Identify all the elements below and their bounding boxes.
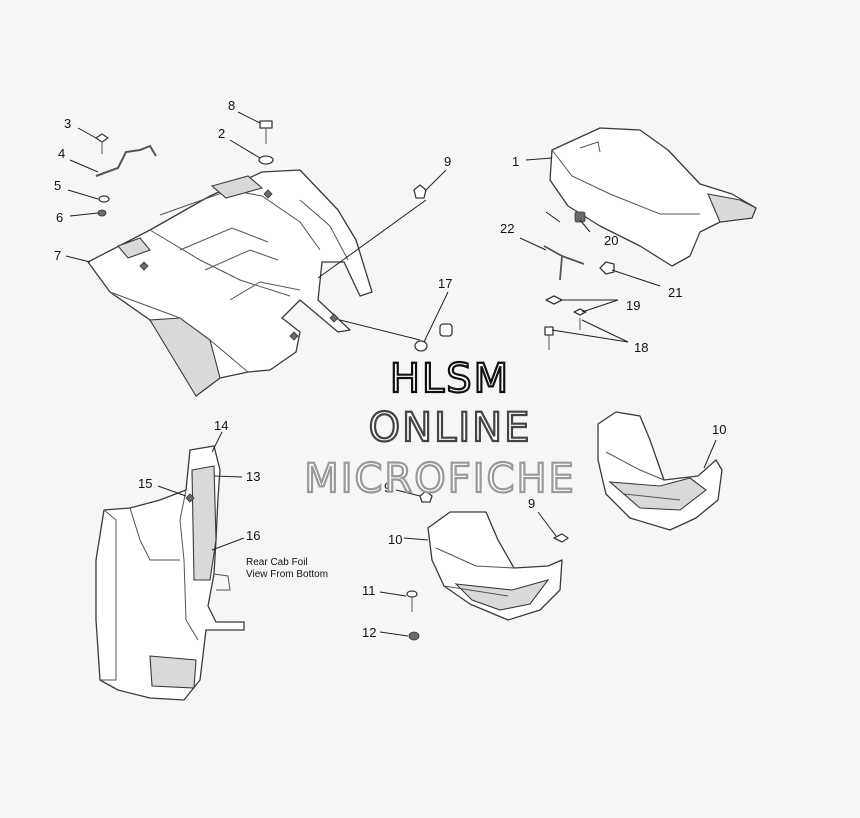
- watermark-line-3: MICROFICHE: [304, 456, 576, 502]
- callout-17: 17: [438, 276, 452, 291]
- bolt-part-11: [406, 590, 418, 612]
- push-rivet-part-9b: [419, 490, 433, 503]
- callout-8: 8: [228, 98, 235, 113]
- callout-13: 13: [246, 469, 260, 484]
- rear-cab-foil-bottom-view: [95, 445, 245, 701]
- callout-7: 7: [54, 248, 61, 263]
- callout-5: 5: [54, 178, 61, 193]
- callout-15: 15: [138, 476, 152, 491]
- latch-part-21: [599, 261, 615, 275]
- view-note: Rear Cab Foil View From Bottom: [246, 557, 328, 580]
- bolt-part-3: [95, 133, 109, 154]
- note-line-1: Rear Cab Foil: [246, 557, 308, 568]
- leader-lines: [65, 111, 717, 637]
- callout-4: 4: [58, 146, 65, 161]
- callout-22: 22: [500, 221, 514, 236]
- callout-10-left: 10: [388, 532, 402, 547]
- footwell-part-10a: [597, 411, 723, 531]
- callout-12: 12: [362, 625, 376, 640]
- callout-14: 14: [214, 418, 228, 433]
- bracket-part-4: [95, 144, 157, 177]
- nut-part-12: [408, 631, 420, 641]
- latch-rod-part-22: [543, 245, 585, 281]
- watermark: HLSM ONLINE MICROFICHE: [303, 355, 576, 503]
- callout-3: 3: [64, 116, 71, 131]
- bolt-part-8: [259, 120, 273, 144]
- callout-9-mid: 9: [384, 480, 391, 495]
- seat-part-1: [549, 127, 757, 267]
- nut-part-6: [97, 209, 107, 217]
- callout-16: 16: [246, 528, 260, 543]
- footwell-part-10b: [427, 511, 563, 621]
- callout-9-right: 9: [528, 496, 535, 511]
- push-rivet-part-9a: [413, 184, 427, 199]
- callout-1: 1: [512, 154, 519, 169]
- grommet-part-17: [414, 323, 453, 352]
- washer-part-5: [98, 195, 110, 203]
- callout-20: 20: [604, 233, 618, 248]
- callout-21: 21: [668, 285, 682, 300]
- bumper-part-20: [574, 211, 586, 223]
- callout-10-right: 10: [712, 422, 726, 437]
- callout-labels: 1 2 3 4 5 6 7 8 9 9 9 10 10 11 12 13 14 …: [54, 98, 726, 640]
- clip-part-19: [545, 295, 587, 316]
- note-line-2: View From Bottom: [246, 569, 328, 580]
- callout-6: 6: [56, 210, 63, 225]
- washer-part-2: [258, 155, 274, 165]
- callout-2: 2: [218, 126, 225, 141]
- pin-part-18: [544, 318, 581, 350]
- watermark-line-2: ONLINE: [369, 405, 532, 451]
- callout-11: 11: [362, 583, 376, 598]
- callout-18: 18: [634, 340, 648, 355]
- rear-cab-part-7: [87, 169, 373, 397]
- callout-19: 19: [626, 298, 640, 313]
- watermark-line-1: HLSM: [390, 356, 510, 402]
- push-rivet-part-9c: [553, 533, 569, 543]
- callout-9-top: 9: [444, 154, 451, 169]
